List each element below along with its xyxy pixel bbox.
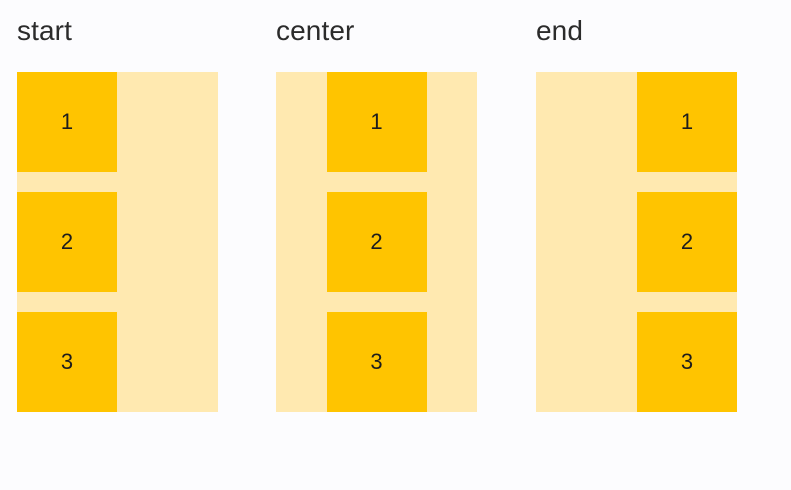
flex-item[interactable]: 3 <box>326 312 427 412</box>
flex-container-start: 1 2 3 <box>17 72 218 412</box>
flex-item[interactable]: 2 <box>326 192 427 292</box>
flex-item[interactable]: 1 <box>17 72 117 172</box>
column-label-center: center <box>276 15 355 46</box>
flex-item[interactable]: 3 <box>17 312 117 412</box>
flex-item[interactable]: 1 <box>326 72 427 172</box>
flex-container-center: 1 2 3 <box>276 72 477 412</box>
flex-item[interactable]: 2 <box>637 192 737 292</box>
flex-item[interactable]: 3 <box>637 312 737 412</box>
column-label-start: start <box>17 15 72 46</box>
flex-item[interactable]: 2 <box>17 192 117 292</box>
flex-item[interactable]: 1 <box>637 72 737 172</box>
flex-container-end: 1 2 3 <box>536 72 737 412</box>
column-label-end: end <box>536 15 584 46</box>
